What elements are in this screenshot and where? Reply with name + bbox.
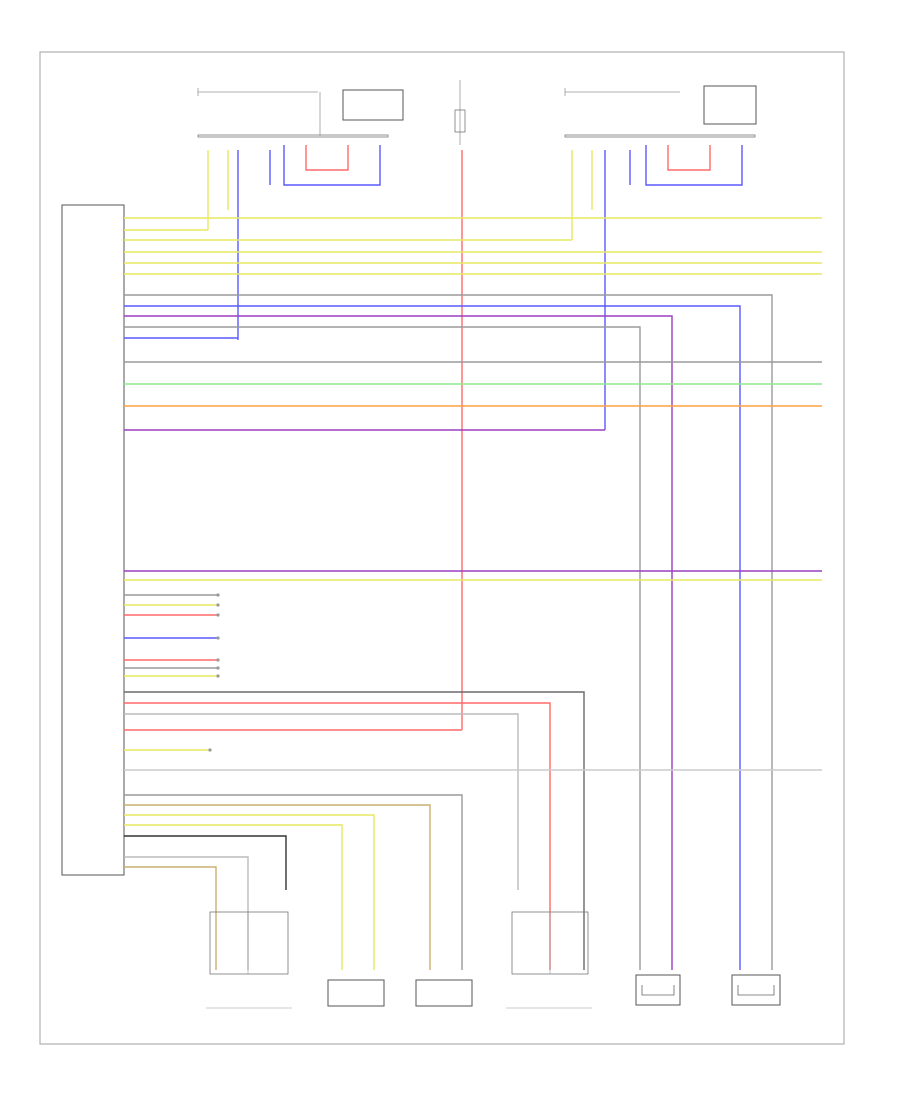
top-right-unit <box>564 88 756 138</box>
diagram-frame <box>39 51 845 1045</box>
bottom-component-6 <box>731 974 781 1006</box>
left-module-box <box>342 89 404 121</box>
left-unit-pins <box>207 145 381 340</box>
top-left-module <box>342 89 404 121</box>
top-right-module <box>703 85 757 125</box>
top-left-unit <box>197 88 389 138</box>
control-module <box>61 204 125 876</box>
bottom-component-4 <box>506 911 592 1009</box>
center-fuse <box>454 80 466 730</box>
left-connector-block <box>197 134 389 138</box>
bottom-component-5 <box>635 974 681 1006</box>
horizontal-wires <box>124 217 822 970</box>
right-unit-pins <box>571 145 743 430</box>
bottom-component-3 <box>415 979 473 1007</box>
fuse-symbol <box>454 109 466 133</box>
stub-terminals <box>208 593 220 752</box>
bottom-component-2 <box>327 979 385 1007</box>
control-module-box <box>61 204 125 876</box>
bottom-component-1 <box>206 911 292 1009</box>
right-module-box <box>703 85 757 125</box>
